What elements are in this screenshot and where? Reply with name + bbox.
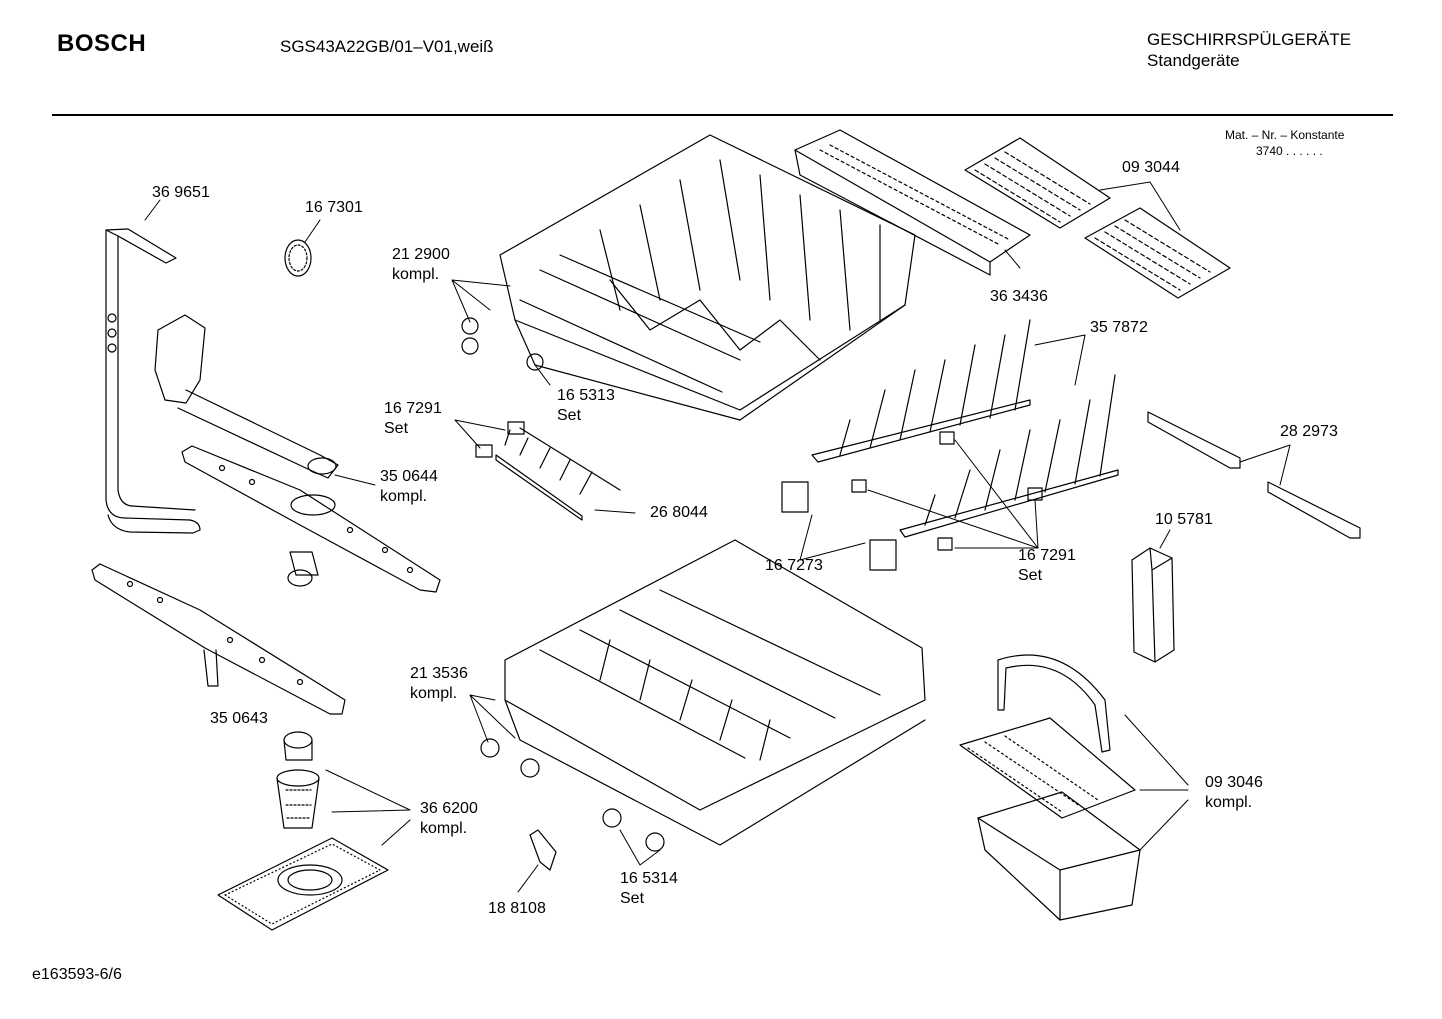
part-label: 09 3044 — [1122, 159, 1180, 176]
part-label: 36 9651 — [152, 184, 210, 201]
leader-lines — [144, 181, 1291, 893]
document-id: e163593-6/6 — [32, 966, 122, 983]
filter-assembly-drawing — [276, 731, 320, 829]
part-label: 10 5781 — [1155, 511, 1213, 528]
part-label: 28 2973 — [1280, 423, 1338, 440]
supply-pipe-drawing — [105, 228, 201, 534]
subcategory-title: Standgeräte — [1147, 51, 1240, 70]
tine-row-upper-drawing — [811, 319, 1031, 463]
lower-basket-drawing — [504, 539, 926, 846]
filter-disc-drawing — [284, 239, 312, 277]
model-number: SGS43A22GB/01–V01,weiß — [280, 37, 494, 56]
upper-spray-arm-drawing — [181, 445, 441, 593]
header-divider — [52, 114, 1393, 116]
cup-rail-bottom-drawing — [1267, 481, 1361, 539]
micro-filter-plate-drawing — [217, 837, 389, 931]
brand-logo: BOSCH — [57, 30, 147, 57]
upper-basket-drawing — [499, 134, 916, 421]
part-label: 35 7872 — [1090, 319, 1148, 336]
cup-rack-top-drawing — [964, 137, 1111, 229]
wheel-drawings — [461, 317, 665, 852]
spray-arm-holder-drawing — [154, 314, 339, 479]
cutlery-cup-drawing — [1131, 547, 1175, 663]
part-label: 16 7273 — [765, 557, 823, 574]
material-label: Mat. – Nr. – Konstante — [1225, 128, 1345, 142]
clip-drawings — [475, 421, 1043, 571]
cup-rack-bottom-drawing — [1084, 207, 1231, 299]
category-title: GESCHIRRSPÜLGERÄTE — [1147, 30, 1352, 49]
anchor-part-drawing — [529, 829, 557, 871]
part-label: 35 0643 — [210, 710, 268, 727]
cup-rail-top-drawing — [1147, 411, 1241, 469]
material-value: 3740 . . . . . . — [1256, 144, 1323, 158]
part-label: 18 8108 — [488, 900, 546, 917]
tine-row-lower-drawing — [899, 374, 1119, 538]
part-label: 16 7301 — [305, 199, 363, 216]
cutlery-basket-drawing — [959, 654, 1141, 921]
tine-comb-drawing — [495, 427, 621, 521]
part-label: 36 3436 — [990, 288, 1048, 305]
lower-spray-arm-drawing — [91, 563, 346, 715]
part-label: 26 8044 — [650, 504, 708, 521]
cutlery-tray-drawing — [794, 129, 1031, 276]
